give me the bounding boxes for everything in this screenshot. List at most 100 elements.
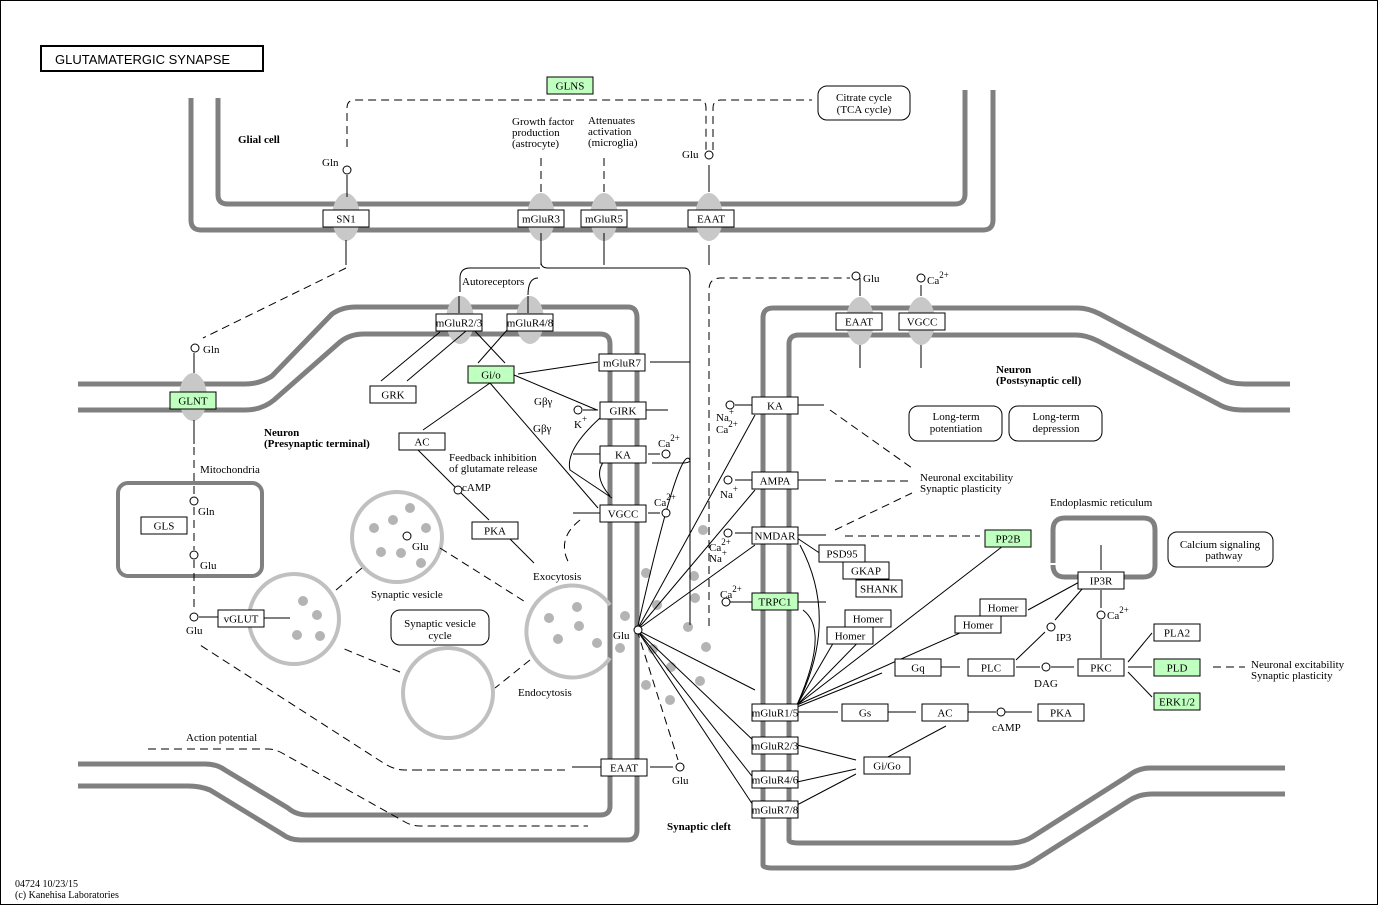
postsynaptic-outer-membrane: [760, 305, 1290, 865]
gene-glnt[interactable]: GLNT: [169, 391, 217, 410]
gene-box: [467, 365, 515, 384]
map-calcium-label-2: pathway: [1205, 550, 1243, 562]
gene-label: Gq: [911, 663, 925, 675]
gene-vgcc-pre[interactable]: VGCC: [599, 504, 647, 523]
gene-mglur23-post[interactable]: mGluR2/3: [751, 736, 799, 755]
gene-homer2[interactable]: Homer: [826, 626, 874, 645]
gene-gs[interactable]: Gs: [841, 703, 889, 722]
gene-ka-pre[interactable]: KA: [599, 445, 647, 464]
gene-pla2[interactable]: PLA2: [1153, 623, 1201, 642]
ion-ca: Ca2+: [709, 537, 731, 554]
label-feedback-1: Feedback inhibition: [449, 452, 537, 464]
gene-label: GIRK: [610, 406, 637, 418]
gene-shank[interactable]: SHANK: [855, 579, 903, 598]
presynaptic-outer-membrane: [78, 304, 640, 843]
gene-ac-pre[interactable]: AC: [398, 432, 446, 451]
gene-box: [1077, 571, 1125, 590]
gene-label: Gi/Go: [873, 761, 901, 773]
ion-ca: Ca2+: [720, 584, 742, 601]
gene-gq[interactable]: Gq: [894, 658, 942, 677]
vesicles: [247, 490, 711, 740]
gene-eaat-glia[interactable]: EAAT: [687, 209, 735, 228]
gene-box: [818, 544, 866, 563]
gene-box: [599, 445, 647, 464]
gene-mglur15[interactable]: mGluR1/5: [751, 703, 799, 722]
gene-erk[interactable]: ERK1/2: [1153, 692, 1201, 711]
map-long-term-depression[interactable]: Long-term depression: [1008, 405, 1103, 442]
gene-gio[interactable]: Gi/o: [467, 365, 515, 384]
gene-label: mGluR4/6: [752, 775, 799, 787]
gene-box: [835, 312, 883, 331]
gene-mglur5-glia[interactable]: mGluR5: [580, 209, 628, 228]
label-mitochondria: Mitochondria: [200, 464, 260, 476]
gene-label: SHANK: [860, 584, 898, 596]
gene-label: VGCC: [907, 317, 938, 329]
gene-pld[interactable]: PLD: [1153, 658, 1201, 677]
gene-homer1[interactable]: Homer: [844, 609, 892, 628]
gene-box: [751, 736, 799, 755]
gene-vgcc-post[interactable]: VGCC: [898, 312, 946, 331]
gene-sn1[interactable]: SN1: [322, 209, 370, 228]
gene-pp2b[interactable]: PP2B: [984, 529, 1032, 548]
label-postsynaptic-2: (Postsynaptic cell): [996, 375, 1082, 387]
gene-homer3[interactable]: Homer: [979, 598, 1027, 617]
cmp-camp-2: cAMP: [992, 722, 1021, 734]
gene-box: [841, 703, 889, 722]
gene-eaat-pre[interactable]: EAAT: [600, 758, 648, 777]
gene-gigo[interactable]: Gi/Go: [863, 756, 911, 775]
gene-box: [169, 391, 217, 410]
map-long-term-potentiation[interactable]: Long-term potentiation: [908, 405, 1003, 442]
gene-mglur7[interactable]: mGluR7: [598, 353, 646, 372]
gene-gls[interactable]: GLS: [140, 516, 188, 535]
gene-label: mGluR7: [603, 358, 641, 370]
postsynaptic-outer-bottom: [760, 791, 1285, 871]
gene-grk[interactable]: GRK: [369, 385, 417, 404]
cmp-glu-1: Glu: [682, 149, 699, 161]
map-calcium-signaling[interactable]: Calcium signaling pathway: [1167, 531, 1274, 568]
gene-box: [751, 396, 799, 415]
gene-ip3r[interactable]: IP3R: [1077, 571, 1125, 590]
gene-gln-s[interactable]: GLNS: [546, 76, 594, 95]
gene-plc[interactable]: PLC: [967, 658, 1015, 677]
gene-vglut[interactable]: vGLUT: [217, 609, 265, 628]
gene-mglur48-pre[interactable]: mGluR4/8: [506, 313, 554, 332]
gene-label: Gs: [859, 708, 871, 720]
ion-na: Na+: [709, 548, 727, 565]
gene-label: mGluR7/8: [752, 805, 799, 817]
label-growth-3: (astrocyte): [512, 138, 559, 150]
gene-psd95[interactable]: PSD95: [818, 544, 866, 563]
map-tca[interactable]: Citrate cycle (TCA cycle): [817, 85, 911, 121]
gene-mglur3-glia[interactable]: mGluR3: [517, 209, 565, 228]
ion-ca: Ca2+: [716, 419, 738, 436]
label-atten-2: activation: [588, 126, 632, 138]
gene-box: [842, 561, 890, 580]
label-nex-2: Synaptic plasticity: [920, 483, 1002, 495]
label-presynaptic-2: (Presynaptic terminal): [264, 438, 370, 450]
map-synaptic-vesicle-cycle[interactable]: Synaptic vesicle cycle: [390, 609, 490, 646]
gene-ampa[interactable]: AMPA: [751, 471, 799, 490]
gene-label: ERK1/2: [1159, 697, 1195, 709]
label-atten-3: (microglia): [588, 137, 638, 149]
gene-nmdar[interactable]: NMDAR: [751, 526, 799, 545]
gene-pkc[interactable]: PKC: [1077, 658, 1125, 677]
gene-box: [1153, 692, 1201, 711]
label-nex-1: Neuronal excitability: [920, 472, 1014, 484]
gene-box: [1153, 658, 1201, 677]
gene-eaat-post[interactable]: EAAT: [835, 312, 883, 331]
gene-mglur23-pre[interactable]: mGluR2/3: [435, 313, 483, 332]
gene-mglur46[interactable]: mGluR4/6: [751, 770, 799, 789]
gene-ac-post[interactable]: AC: [921, 703, 969, 722]
gene-girk[interactable]: GIRK: [599, 401, 647, 420]
gene-trpc1[interactable]: TRPC1: [751, 592, 799, 611]
gene-homer4[interactable]: Homer: [954, 615, 1002, 634]
gene-pka-post[interactable]: PKA: [1037, 703, 1085, 722]
gene-mglur78[interactable]: mGluR7/8: [751, 800, 799, 819]
gene-pka-pre[interactable]: PKA: [471, 521, 519, 540]
gene-ka-post[interactable]: KA: [751, 396, 799, 415]
gene-gkap[interactable]: GKAP: [842, 561, 890, 580]
ion-ca: Ca2+: [1107, 605, 1129, 622]
ion-labels: K+Na+Ca2+Ca2+Ca2+Na+Ca2+Na+Ca2+Ca2+Ca2+: [574, 270, 1129, 622]
